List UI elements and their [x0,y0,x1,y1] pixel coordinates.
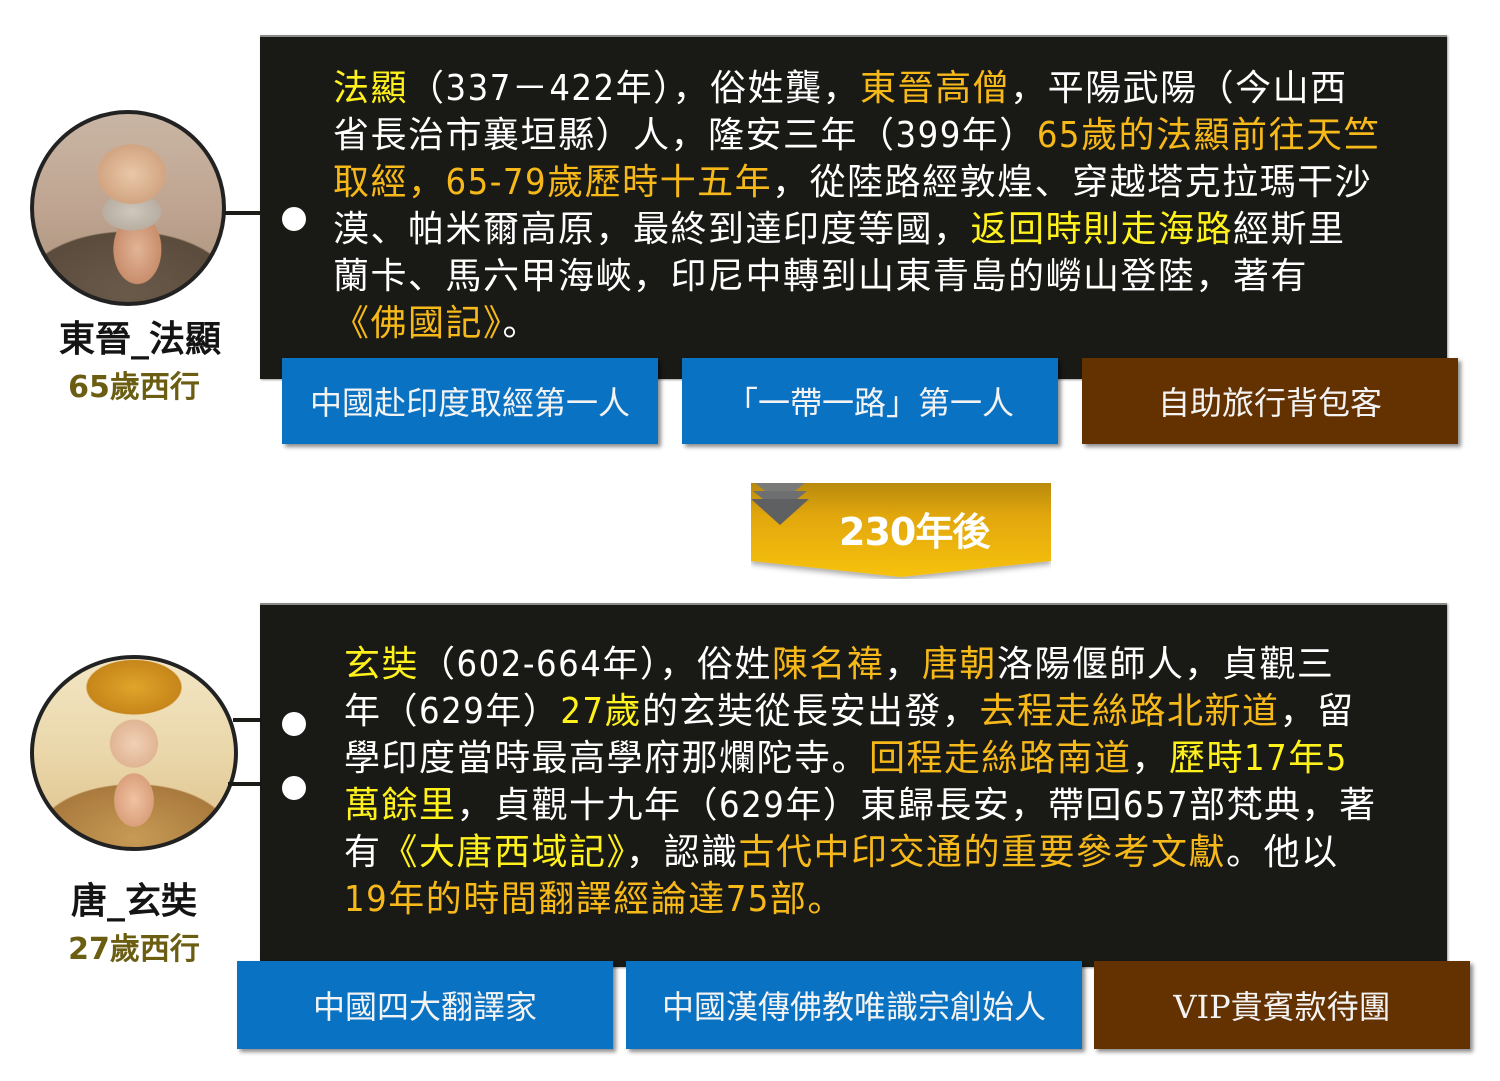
bio-line: 法顯（337－422年），俗姓龔，東晉高僧，平陽武陽（今山西 [333,65,1433,112]
bio-text-segment: 漠、帕米爾高原，最終到達印度等國， [333,209,971,250]
bio-highlight-segment: 古代中印交通的重要參考文獻 [738,832,1227,873]
bio-text-segment: ，平陽武陽（今山西 [1010,68,1348,109]
bio-line: 省長治市襄垣縣）人，隆安三年（399年）65歲的法顯前往天竺 [333,112,1433,159]
faxian-bio-text: 法顯（337－422年），俗姓龔，東晉高僧，平陽武陽（今山西省長治市襄垣縣）人，… [333,65,1433,347]
bio-line: 漠、帕米爾高原，最終到達印度等國，返回時則走海路經斯里 [333,206,1433,253]
bio-line: 玄奘（602-664年），俗姓陳名禕，唐朝洛陽偃師人，貞觀三 [344,641,1434,688]
faxian-bio-panel: 法顯（337－422年），俗姓龔，東晉高僧，平陽武陽（今山西省長治市襄垣縣）人，… [260,35,1447,379]
bio-text-segment: 有 [344,832,382,873]
bio-highlight-segment: 27歲 [560,691,643,732]
xuanzang-age-label: 27歲西行 [68,932,200,967]
bio-line: 有《大唐西域記》，認識古代中印交通的重要參考文獻。他以 [344,829,1434,876]
tag-vip-reception: VIP貴賓款待團 [1094,961,1470,1049]
faxian-connector-line [225,211,261,215]
bio-text-segment: 年（629年） [344,691,561,732]
bio-line: 萬餘里，貞觀十九年（629年）東歸長安，帶回657部梵典，著 [344,782,1434,829]
tag-first-to-india: 中國赴印度取經第一人 [282,358,658,444]
bio-text-segment: 。他以 [1226,832,1339,873]
bio-text-segment: 經斯里 [1233,209,1346,250]
tag-label: VIP貴賓款待團 [1173,988,1391,1026]
bio-line: 學印度當時最高學府那爛陀寺。回程走絲路南道，歷時17年5 [344,735,1434,782]
bullet-icon [282,776,306,800]
xuanzang-bio-panel: 玄奘（602-664年），俗姓陳名禕，唐朝洛陽偃師人，貞觀三年（629年）27歲… [260,603,1447,967]
bullet-icon [282,207,306,231]
bio-highlight-segment: 東晉高僧 [860,68,1011,109]
faxian-age-label: 65歲西行 [68,370,200,405]
bio-highlight-segment: 萬餘里 [344,785,457,826]
bio-highlight-segment: 65歲的法顯前往天竺 [1036,115,1382,156]
bio-text-segment: ，從陸路經敦煌、穿越塔克拉瑪干沙 [772,162,1373,203]
faxian-name: 東晉_法顯 [58,319,221,360]
tag-label: 中國四大翻譯家 [312,988,537,1026]
bio-line: 取經，65-79歲歷時十五年，從陸路經敦煌、穿越塔克拉瑪干沙 [333,159,1433,206]
bio-line: 19年的時間翻譯經論達75部。 [344,876,1434,923]
bio-text-segment: （337－422年），俗姓龔， [408,68,861,109]
tag-label: 自助旅行背包客 [1157,384,1382,422]
banner-label: 230年後 [839,510,990,554]
bio-line: 年（629年）27歲的玄奘從長安出發，去程走絲路北新道，留 [344,688,1434,735]
bio-text-segment: （602-664年），俗姓 [419,644,772,685]
bio-text-segment: ， [1131,738,1170,779]
bio-highlight-segment: 《佛國記》 [333,303,503,344]
tag-label: 「一帶一路」第一人 [725,384,1014,422]
bio-highlight-segment: 取經，65-79歲歷時十五年 [333,162,773,203]
bio-highlight-segment: 19年的時間翻譯經論達75部。 [344,879,845,920]
tag-yogacara-founder: 中國漢傳佛教唯識宗創始人 [626,961,1082,1049]
bio-text-segment: 洛陽偃師人，貞觀三 [996,644,1335,685]
bio-text-segment: 學印度當時最高學府那爛陀寺。 [344,738,870,779]
triple-chevron-down-icon [751,483,809,525]
bio-highlight-segment: 去程走絲路北新道 [979,691,1280,732]
bio-text-segment: ，貞觀十九年（629年）東歸長安，帶回657部梵典，著 [456,785,1377,826]
bio-highlight-segment: 《大唐西域記》 [381,832,627,873]
banner-shape [751,483,1051,577]
xuanzang-portrait [30,655,238,851]
bio-highlight-segment: 法顯 [333,68,409,109]
bio-text-segment: 的玄奘從長安出發， [642,691,980,732]
tag-label: 中國赴印度取經第一人 [309,384,630,422]
bio-text-segment: 蘭卡、馬六甲海峽，印尼中轉到山東青島的嶗山登陸，著有 [333,256,1309,297]
bio-highlight-segment: 回程走絲路南道 [869,738,1132,779]
bio-text-segment: ，認識 [626,832,739,873]
bio-highlight-segment: 唐朝 [921,644,997,685]
tag-backpacker: 自助旅行背包客 [1082,358,1458,444]
bio-text-segment: 省長治市襄垣縣）人，隆安三年（399年） [333,115,1037,156]
bio-highlight-segment: 陳名禕 [771,644,885,685]
faxian-portrait [30,110,226,306]
bio-line: 《佛國記》。 [333,300,1433,347]
tag-belt-road-first: 「一帶一路」第一人 [682,358,1058,444]
xuanzang-connector-line-1 [233,718,261,722]
bio-highlight-segment: 返回時則走海路 [970,209,1234,250]
tag-label: 中國漢傳佛教唯識宗創始人 [661,988,1046,1026]
years-later-banner: 230年後 [751,483,1051,579]
bio-text-segment: ，留 [1279,691,1355,732]
bio-highlight-segment: 歷時17年5 [1169,738,1348,779]
bio-text-segment: 。 [502,303,541,344]
bullet-icon [282,712,306,736]
bio-line: 蘭卡、馬六甲海峽，印尼中轉到山東青島的嶗山登陸，著有 [333,253,1433,300]
bio-text-segment: ， [884,644,922,685]
xuanzang-bio-text: 玄奘（602-664年），俗姓陳名禕，唐朝洛陽偃師人，貞觀三年（629年）27歲… [344,641,1434,923]
bio-highlight-segment: 玄奘 [344,644,420,685]
xuanzang-connector-line-2 [228,782,261,786]
tag-four-great-translators: 中國四大翻譯家 [237,961,613,1049]
xuanzang-name: 唐_玄奘 [70,881,197,922]
